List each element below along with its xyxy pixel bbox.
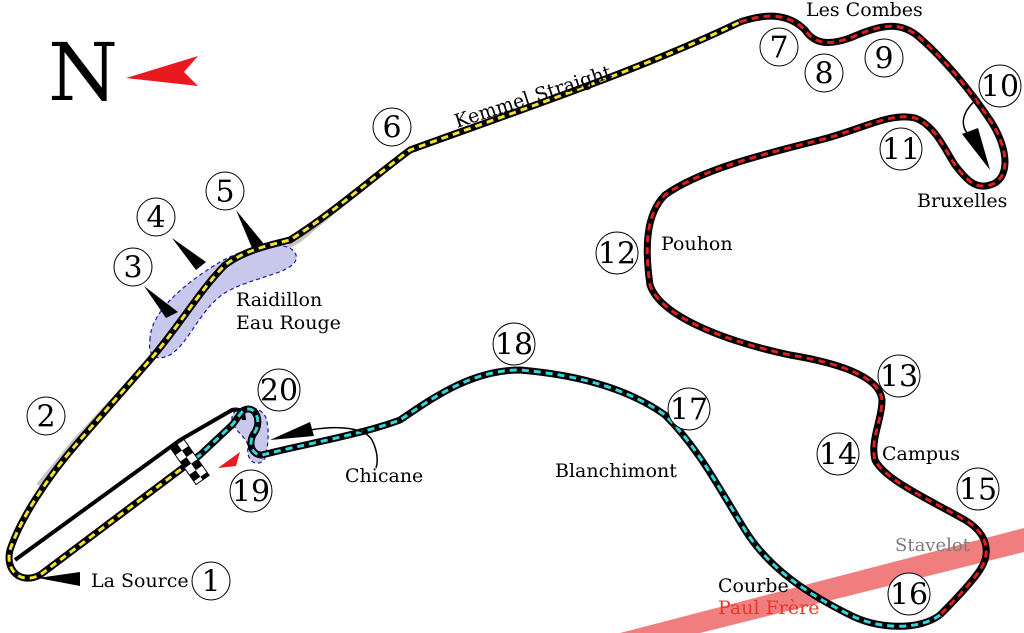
label-les-combes: Les Combes xyxy=(806,0,923,21)
pointer-arrow-3 xyxy=(144,286,178,318)
pointer-arrow-10 xyxy=(962,128,990,170)
turn-20: 20 xyxy=(257,368,301,412)
label-pouhon: Pouhon xyxy=(661,233,733,255)
label-paul-frere: Paul Frère xyxy=(718,597,819,619)
pointer-line-10 xyxy=(962,99,977,135)
turn-3: 3 xyxy=(113,247,153,287)
turn-12: 12 xyxy=(595,231,639,275)
label-eau-rouge: Eau Rouge xyxy=(236,312,341,334)
svg-text:11: 11 xyxy=(882,133,920,168)
svg-text:3: 3 xyxy=(123,251,142,286)
turn-18: 18 xyxy=(492,322,536,366)
north-arrow-icon xyxy=(126,56,198,86)
turn-10: 10 xyxy=(978,64,1022,108)
svg-text:12: 12 xyxy=(598,237,636,272)
label-kemmel-straight: Kemmel Straight xyxy=(452,61,615,133)
label-courbe: Courbe xyxy=(718,575,789,597)
svg-text:2: 2 xyxy=(36,400,55,435)
svg-text:1: 1 xyxy=(201,565,220,600)
svg-text:17: 17 xyxy=(670,393,708,428)
svg-text:13: 13 xyxy=(880,360,918,395)
red-band xyxy=(620,528,1024,633)
direction-arrow xyxy=(218,452,240,468)
label-campus: Campus xyxy=(882,443,960,465)
svg-text:19: 19 xyxy=(232,475,270,510)
svg-text:18: 18 xyxy=(495,328,533,363)
turn-15: 15 xyxy=(956,467,1000,511)
turn-5: 5 xyxy=(205,171,245,211)
turn-4: 4 xyxy=(136,197,176,237)
sector1-track xyxy=(5,18,742,582)
turn-17: 17 xyxy=(667,387,711,431)
label-chicane: Chicane xyxy=(345,465,423,487)
svg-text:7: 7 xyxy=(769,31,788,66)
pointer-arrow-4 xyxy=(172,238,206,270)
svg-text:20: 20 xyxy=(260,374,298,409)
sector2-track xyxy=(643,12,1009,618)
turn-11: 11 xyxy=(879,127,923,171)
turn-9: 9 xyxy=(864,38,904,78)
label-stavelot: Stavelot xyxy=(895,535,971,556)
turn-8: 8 xyxy=(804,53,844,93)
north-letter: N xyxy=(48,26,118,119)
turn-6: 6 xyxy=(372,107,412,147)
finish-line-flag xyxy=(170,438,210,486)
svg-text:15: 15 xyxy=(959,473,997,508)
svg-text:10: 10 xyxy=(981,70,1019,105)
turn-2: 2 xyxy=(26,396,66,436)
turn-13: 13 xyxy=(877,354,921,398)
label-raidillon: Raidillon xyxy=(236,289,322,311)
turn-1: 1 xyxy=(191,561,231,601)
eau-rouge-zone xyxy=(148,244,297,359)
svg-text:4: 4 xyxy=(146,201,165,236)
turn-7: 7 xyxy=(759,27,799,67)
label-la-source: La Source xyxy=(91,570,189,592)
svg-text:14: 14 xyxy=(819,438,857,473)
label-bruxelles: Bruxelles xyxy=(917,190,1007,212)
turn-19: 19 xyxy=(229,469,273,513)
turn-14: 14 xyxy=(816,432,860,476)
label-blanchimont: Blanchimont xyxy=(555,460,677,482)
turn-16: 16 xyxy=(887,572,931,616)
svg-text:6: 6 xyxy=(382,111,401,146)
pointer-arrow-5 xyxy=(236,210,264,248)
svg-text:9: 9 xyxy=(874,42,893,77)
pointer-arrow-1 xyxy=(38,572,80,586)
svg-text:8: 8 xyxy=(814,57,833,92)
chicane-pointer-arrow xyxy=(270,422,314,440)
svg-text:5: 5 xyxy=(215,175,234,210)
chicane-pointer-line xyxy=(309,426,378,469)
svg-text:16: 16 xyxy=(890,578,928,613)
